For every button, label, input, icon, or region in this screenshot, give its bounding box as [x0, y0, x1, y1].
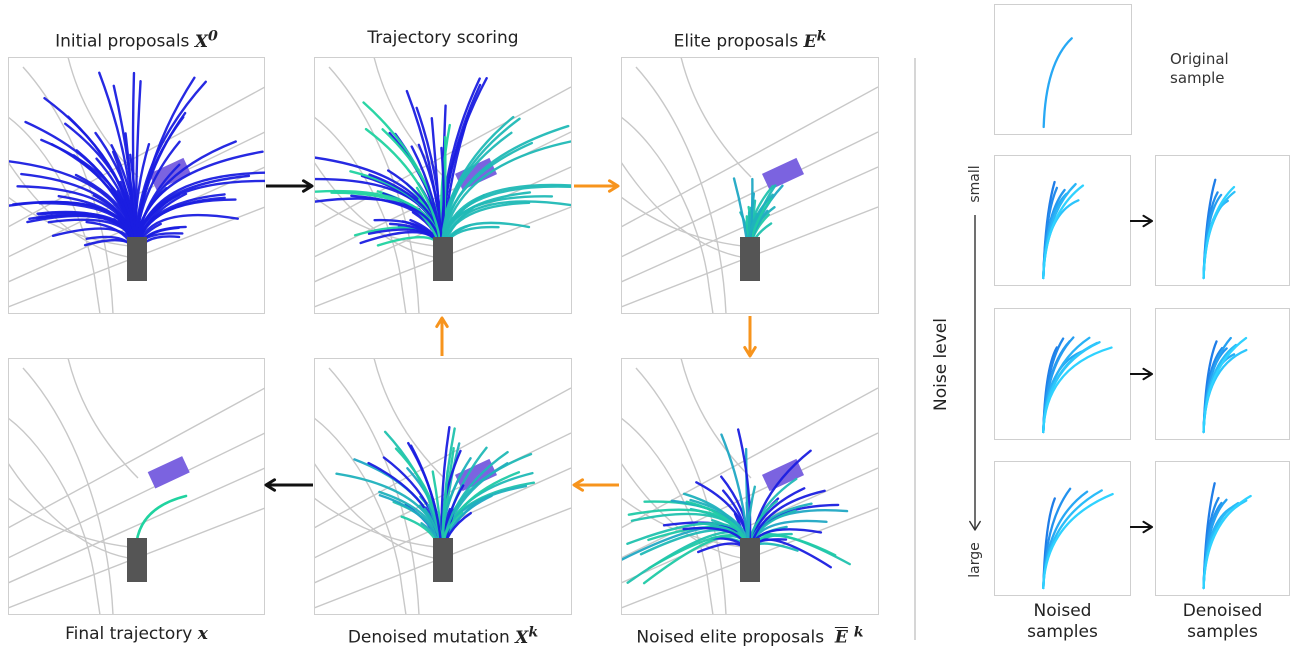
- caption-trajectory-scoring: Trajectory scoring: [314, 28, 572, 48]
- caption-denoised-mutation: Denoised mutation Xk: [314, 624, 572, 648]
- caption-noised-samples: Noised samples: [994, 601, 1131, 643]
- noise-level-label: Noise level: [931, 321, 951, 411]
- scene-initial: [3, 57, 302, 314]
- other-vehicle: [148, 456, 190, 488]
- arrow-small-denoise: [1130, 216, 1152, 226]
- trajectory-bundle: [3, 73, 302, 257]
- caption-elite-proposals: Elite proposals Ek: [621, 28, 879, 52]
- ego-vehicle: [127, 538, 147, 582]
- caption-original-sample: Original sample: [1170, 50, 1229, 88]
- noise-level-axis-arrow: [970, 215, 980, 530]
- scene-elite: [621, 57, 878, 314]
- sample-trajectory: [1204, 348, 1222, 432]
- road-curve: [23, 368, 113, 615]
- caption-final-trajectory: Final trajectory x: [8, 624, 265, 644]
- trajectory-bundle: [285, 78, 601, 257]
- ego-vehicle: [740, 538, 760, 582]
- samples-noised-large: [1043, 489, 1112, 588]
- road-curve: [329, 368, 419, 615]
- samples-denoised-large: [1204, 483, 1251, 588]
- trajectory: [442, 185, 601, 257]
- arrow-large-denoise: [1130, 522, 1152, 532]
- samples-denoised-medium: [1204, 338, 1247, 432]
- scene-scoring: [285, 57, 601, 314]
- ego-vehicle: [433, 237, 453, 281]
- road-lane: [8, 388, 265, 528]
- arrow-scoring-to-elite: [574, 181, 618, 191]
- noise-small-label: small: [967, 159, 983, 209]
- caption-denoised-samples: Denoised samples: [1155, 601, 1290, 643]
- road-curve: [621, 117, 713, 314]
- symbol-ek: Ek: [804, 32, 827, 52]
- scene-final: [8, 358, 265, 615]
- ego-vehicle: [433, 538, 453, 582]
- road-curve: [636, 67, 726, 314]
- other-vehicle: [762, 459, 804, 491]
- arrow-denoised-to-scoring: [437, 318, 447, 356]
- ego-vehicle: [740, 237, 760, 281]
- road-curve: [621, 418, 713, 615]
- samples-denoised-small: [1204, 180, 1235, 278]
- samples-noised-small: [1043, 182, 1083, 278]
- arrow-medium-denoise: [1130, 369, 1152, 379]
- symbol-xk: Xk: [515, 628, 538, 648]
- arrow-noised-to-denoised: [574, 480, 619, 490]
- sample-original: [1044, 38, 1072, 127]
- caption-noised-elite: Noised elite proposals E k: [621, 624, 879, 648]
- arrow-elite-to-noised: [745, 316, 755, 356]
- symbol-ebar-k: E: [835, 628, 848, 648]
- road-curve: [314, 117, 406, 314]
- arrow-initial-to-scoring: [266, 181, 312, 191]
- ego-vehicle: [127, 237, 147, 281]
- road-curve: [314, 418, 406, 615]
- samples-noised-medium: [1043, 338, 1111, 432]
- caption-initial-proposals: Initial proposals X0: [8, 28, 265, 52]
- arrow-denoised-to-final: [266, 480, 313, 490]
- noise-large-label: large: [967, 535, 983, 585]
- sample-trajectory: [1044, 38, 1072, 127]
- road-curve: [8, 418, 100, 615]
- scene-denoised: [314, 358, 571, 615]
- symbol-x: x: [198, 624, 208, 644]
- scene-noised: [621, 358, 878, 615]
- road-lane: [621, 87, 878, 227]
- symbol-x0: X0: [195, 32, 218, 52]
